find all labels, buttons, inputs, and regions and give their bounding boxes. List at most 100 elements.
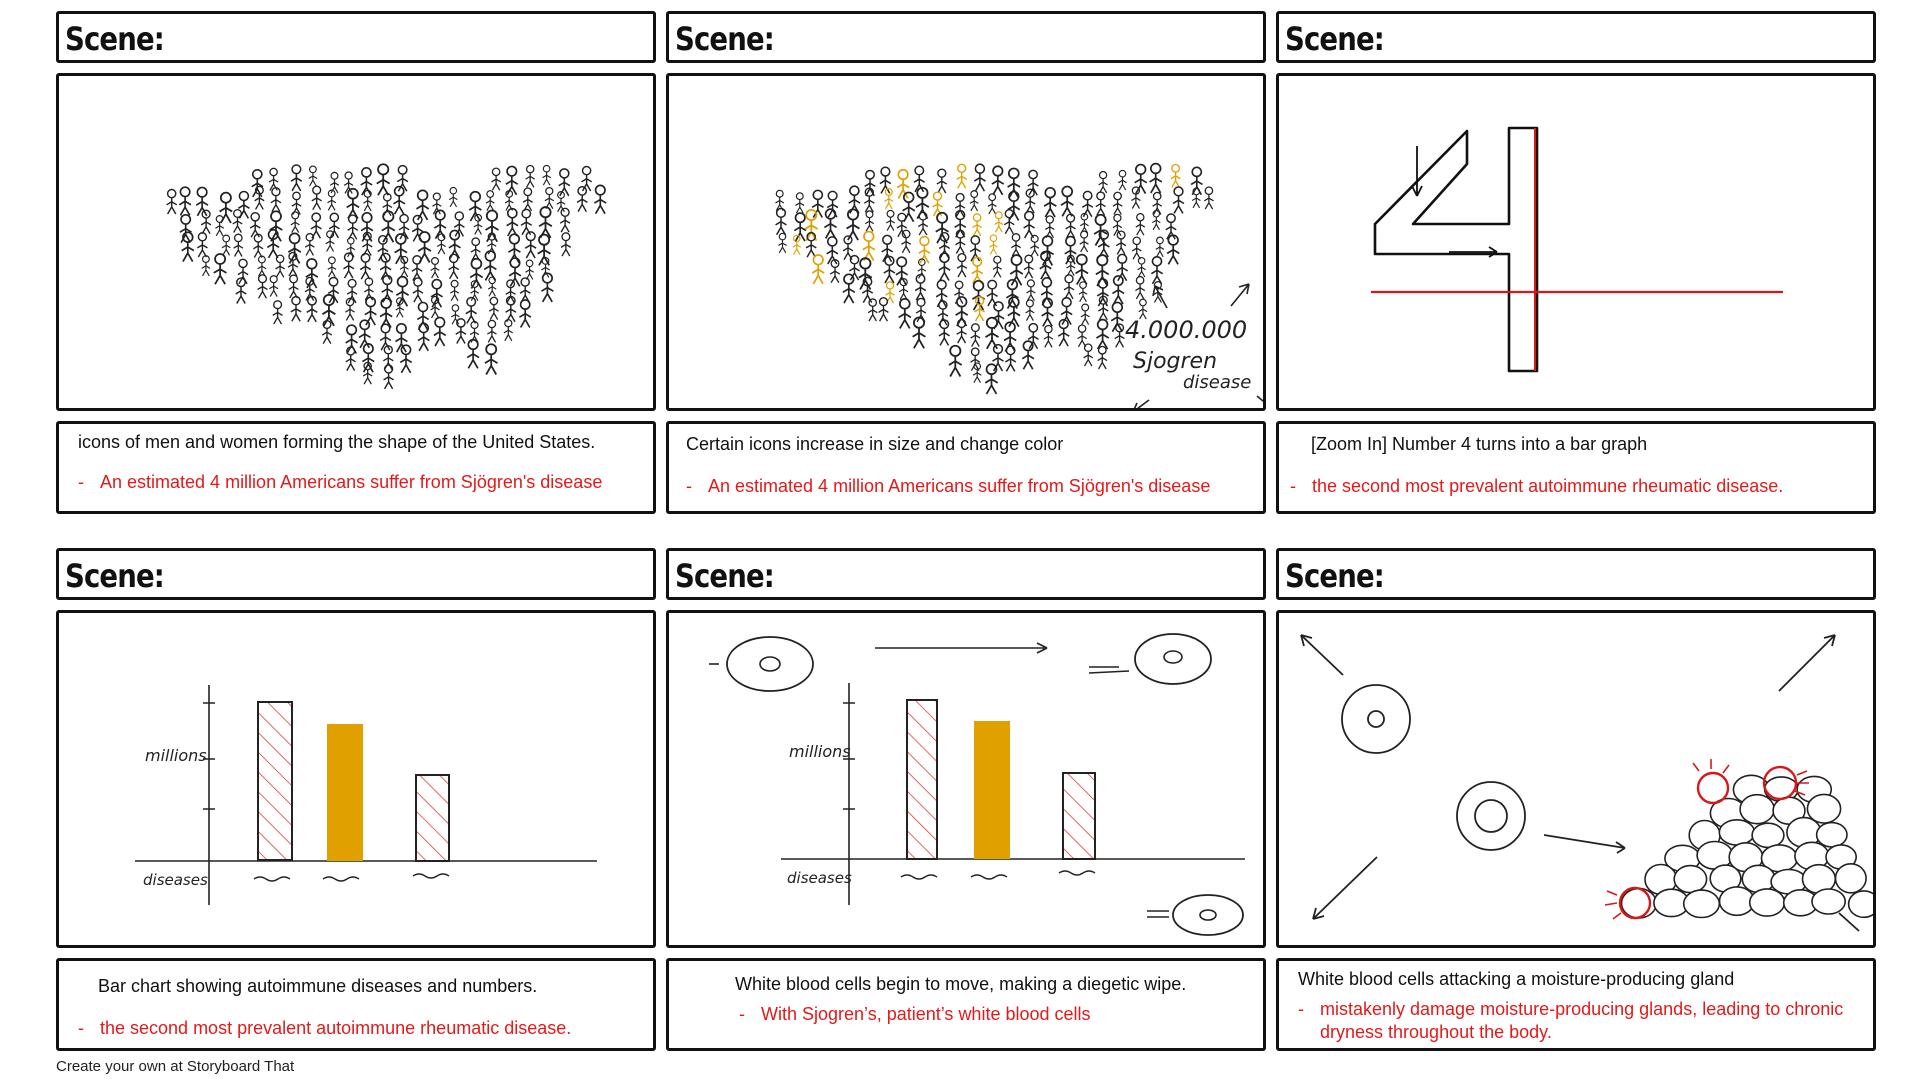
scene-image-1 <box>56 73 656 411</box>
stick-figure <box>507 233 521 264</box>
chart-y-label: millions <box>145 746 207 765</box>
stick-figure <box>1118 169 1127 191</box>
stick-figure <box>504 189 514 211</box>
stick-figure <box>395 275 410 307</box>
stick-figure <box>938 252 951 281</box>
stick-figure <box>858 257 873 290</box>
stick-figure <box>1078 281 1088 302</box>
scene-description-6: White blood cells attacking a moisture-p… <box>1298 969 1735 989</box>
stick-figure <box>1030 234 1040 257</box>
stick-figure <box>1165 213 1177 240</box>
stick-figure <box>195 186 209 217</box>
stick-figure <box>448 229 461 259</box>
stick-figure <box>416 189 430 221</box>
stick-figure <box>483 250 497 281</box>
stick-figure <box>1007 190 1021 221</box>
stick-figure <box>1135 275 1146 300</box>
stick-figure <box>901 229 912 254</box>
stick-figure <box>932 191 943 217</box>
stick-figure <box>972 213 983 237</box>
scene-header-6: Scene: <box>1276 548 1876 600</box>
stick-figure <box>487 276 497 297</box>
stick-figure <box>956 253 968 278</box>
scene-image-6 <box>1276 610 1876 948</box>
stick-figure <box>450 279 460 302</box>
stick-figure <box>398 213 410 240</box>
stick-figure <box>383 364 394 390</box>
chart-x-label: diseases <box>787 869 852 887</box>
stick-figure <box>1060 185 1074 217</box>
us-map-stick-figures <box>166 163 607 390</box>
stick-figure <box>508 257 522 287</box>
stick-figure <box>360 212 374 242</box>
stick-figure <box>519 299 532 328</box>
stick-figure <box>992 255 1003 278</box>
stick-figure <box>1080 303 1090 325</box>
stick-figure <box>1114 323 1125 348</box>
stick-figure <box>379 323 392 351</box>
stick-figure <box>377 234 389 262</box>
stick-figure <box>347 214 359 240</box>
stick-figure <box>955 229 966 254</box>
stick-figure <box>1043 324 1054 348</box>
stick-figure <box>505 295 517 323</box>
stick-figure <box>395 297 405 318</box>
stick-figure <box>935 211 949 244</box>
stick-figure <box>842 235 854 261</box>
stick-figure <box>290 164 303 192</box>
stick-figure <box>362 361 373 385</box>
stick-figure <box>221 234 231 256</box>
stick-figure <box>465 296 477 324</box>
stick-figure <box>1021 340 1035 370</box>
stick-figure <box>257 255 267 277</box>
stick-figure <box>275 254 286 278</box>
stick-figure <box>360 167 373 196</box>
scene-note-1: - An estimated 4 million Americans suffe… <box>78 472 603 492</box>
stick-figure <box>311 185 322 211</box>
stick-figure <box>505 279 516 304</box>
scene-image-3 <box>1276 73 1876 411</box>
stick-figure <box>305 258 319 289</box>
stick-figure <box>253 233 264 258</box>
stick-figure <box>1098 295 1109 321</box>
stick-figure <box>849 254 860 281</box>
stick-figure <box>775 207 787 236</box>
stick-figure <box>1155 236 1165 258</box>
storyboard-footer[interactable]: Create your own at Storyboard That <box>56 1058 295 1075</box>
note-dash: - <box>1298 999 1304 1019</box>
stick-figure <box>1003 208 1015 235</box>
stick-figure <box>1057 318 1070 347</box>
stick-figure <box>1083 343 1094 367</box>
scene-description-4: Bar chart showing autoimmune diseases an… <box>98 976 538 996</box>
stick-figure <box>506 207 519 237</box>
stick-figure <box>846 208 860 241</box>
stick-figure <box>989 234 998 255</box>
stick-figure <box>544 186 555 210</box>
stick-figure <box>1098 170 1108 194</box>
stick-figure <box>399 344 413 374</box>
stick-figure <box>1116 253 1129 282</box>
caption-box-1: icons of men and women forming the shape… <box>56 421 656 514</box>
note-dash: - <box>78 1018 84 1038</box>
note-dash: - <box>1290 476 1296 496</box>
stick-figure <box>1131 236 1142 260</box>
scene-note-5: - With Sjogren’s, patient’s white blood … <box>739 1004 1091 1024</box>
stick-figure <box>948 344 963 377</box>
scene-note-3: - the second most prevalent autoimmune r… <box>1290 476 1784 496</box>
stick-figure <box>306 295 318 323</box>
stick-figure <box>257 274 268 299</box>
gland-cell <box>1751 822 1785 849</box>
us-map-highlighted-figures: 4.000.000 Sjogren disease <box>775 162 1263 408</box>
stick-figure <box>270 186 282 213</box>
stick-figure <box>1152 210 1161 231</box>
stick-figure <box>487 232 497 255</box>
stick-figure <box>1064 235 1077 265</box>
stick-figure <box>867 298 878 322</box>
scene-header-5: Scene: <box>666 548 1266 600</box>
stick-figure <box>826 190 839 218</box>
stick-figure <box>287 232 302 264</box>
stick-figure <box>381 210 396 243</box>
scene-description-3: [Zoom In] Number 4 turns into a bar grap… <box>1311 434 1648 454</box>
stick-figure <box>970 323 981 347</box>
stick-figure <box>902 191 916 223</box>
